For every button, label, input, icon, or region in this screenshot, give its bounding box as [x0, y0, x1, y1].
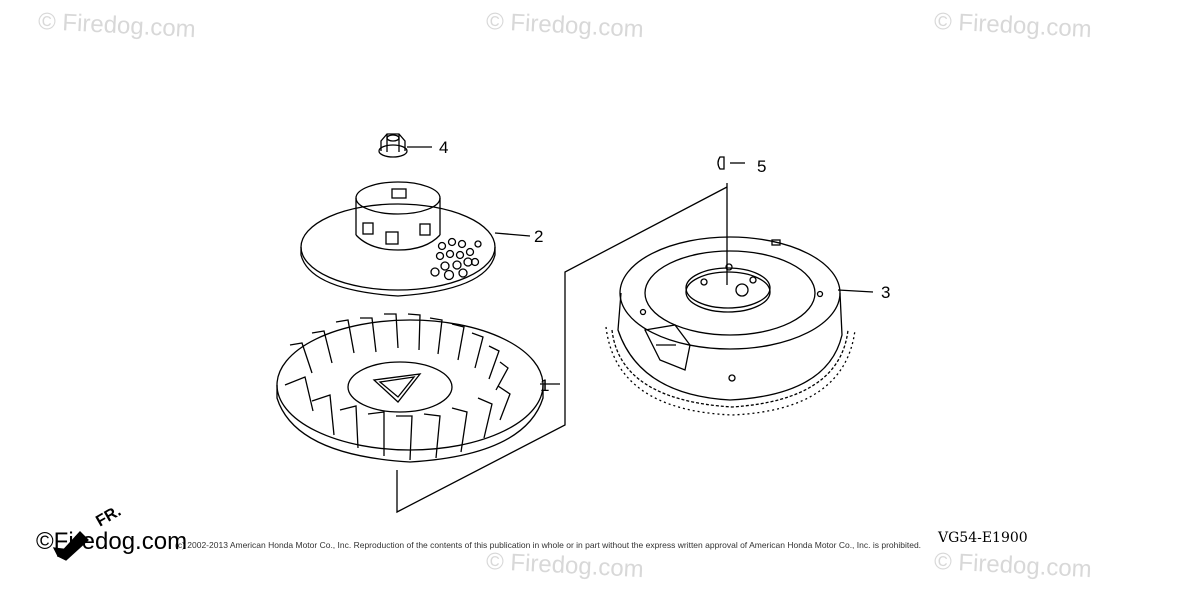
- starter-pulley-drawing: [300, 181, 496, 297]
- callout-4: 4: [439, 138, 449, 157]
- logo-text: ©Firedog.com: [36, 528, 188, 555]
- copyright-notice: (c) 2002-2013 American Honda Motor Co., …: [175, 540, 922, 550]
- callout-5: 5: [757, 157, 767, 176]
- callout-1: 1: [540, 376, 550, 395]
- callout-2: 2: [534, 227, 544, 246]
- flange-nut-drawing: [378, 133, 408, 158]
- flywheel-drawing: [605, 236, 856, 416]
- callout-3: 3: [881, 283, 891, 302]
- diagram-code: VG54-E1900: [938, 530, 1028, 546]
- woodruff-key-drawing: [717, 156, 725, 170]
- leader-2: [494, 232, 531, 237]
- front-direction-arrow: [52, 531, 89, 561]
- leader-3: [837, 289, 874, 293]
- assembly-bracket-line: [396, 186, 728, 514]
- cooling-fan-drawing: [276, 313, 544, 463]
- firedog-logo: ©Firedog.com FR.: [36, 503, 188, 556]
